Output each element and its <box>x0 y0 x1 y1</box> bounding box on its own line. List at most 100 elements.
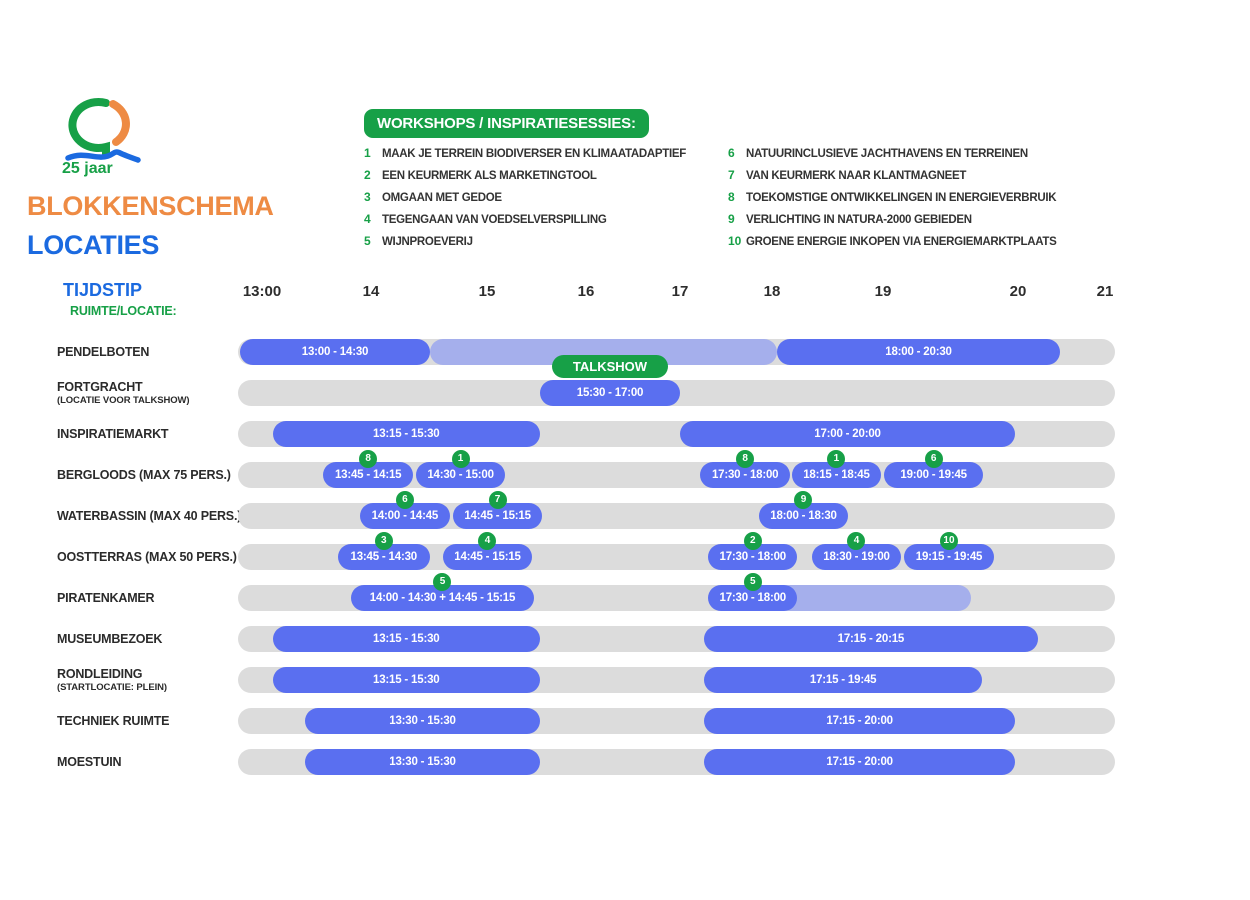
schedule-bar-time-label: 13:30 - 15:30 <box>389 715 456 727</box>
row-label: INSPIRATIEMARKT <box>57 427 169 441</box>
schedule-bar-time-label: 18:15 - 18:45 <box>803 469 870 481</box>
session-number-badge: 4 <box>478 532 497 550</box>
row-label-box: OOSTTERRAS (MAX 50 PERS.) <box>57 544 237 570</box>
schedule-bar-time-label: 19:00 - 19:45 <box>900 469 967 481</box>
legend-label: NATUURINCLUSIEVE JACHTHAVENS EN TERREINE… <box>746 148 1028 160</box>
legend-number: 4 <box>364 212 371 226</box>
legend-label: VAN KEURMERK NAAR KLANTMAGNEET <box>746 170 967 182</box>
talkshow-badge: TALKSHOW <box>552 355 668 378</box>
schedule-bar-time-label: 13:15 - 15:30 <box>373 674 440 686</box>
row-label: FORTGRACHT <box>57 380 143 394</box>
legend-label: GROENE ENERGIE INKOPEN VIA ENERGIEMARKTP… <box>746 236 1057 248</box>
time-tick-label: 16 <box>577 283 595 300</box>
legend-item: 3 OMGAAN MET GEDOE <box>364 190 686 212</box>
row-label-box: PIRATENKAMER <box>57 585 235 611</box>
anniversary-tree-logo-icon <box>65 98 141 163</box>
row-label-box: WATERBASSIN (MAX 40 PERS.) <box>57 503 242 529</box>
row-label: BERGLOODS (MAX 75 PERS.) <box>57 468 231 482</box>
legend-item: 10 GROENE ENERGIE INKOPEN VIA ENERGIEMARK… <box>728 234 1057 256</box>
schedule-bar-time-label: 13:15 - 15:30 <box>373 428 440 440</box>
schedule-bar: 17:15 - 20:00 <box>704 708 1015 734</box>
row-label: WATERBASSIN (MAX 40 PERS.) <box>57 509 242 523</box>
header-ruimte-locatie: RUIMTE/LOCATIE: <box>70 304 177 318</box>
logo-caption: 25 jaar <box>62 160 113 177</box>
schedule-bar-time-label: 17:15 - 20:00 <box>826 756 893 768</box>
row-label-box: INSPIRATIEMARKT <box>57 421 235 447</box>
legend-number: 7 <box>728 168 735 182</box>
legend-number: 9 <box>728 212 735 226</box>
schedule-bar-time-label: 17:30 - 18:00 <box>711 469 779 481</box>
row-label-box: MOESTUIN <box>57 749 235 775</box>
schedule-bar: 18:00 - 20:30 <box>777 339 1060 365</box>
schedule-bar-time-label: 14:45 - 15:15 <box>454 551 521 563</box>
legend-label: TEGENGAAN VAN VOEDSELVERSPILLING <box>382 214 607 226</box>
session-number-badge: 5 <box>743 573 762 591</box>
time-tick-label: 14 <box>362 283 380 300</box>
schedule-bar-time-label: 14:00 - 14:30 + 14:45 - 15:15 <box>369 592 516 604</box>
time-tick-label: 15 <box>478 283 496 300</box>
legend-item: 4 TEGENGAAN VAN VOEDSELVERSPILLING <box>364 212 686 234</box>
schedule-bar-time-label: 17:15 - 20:15 <box>837 633 905 645</box>
workshops-heading: WORKSHOPS / INSPIRATIESESSIES: <box>364 109 649 138</box>
schedule-bar-time-label: 18:30 - 19:00 <box>823 551 890 563</box>
schedule-bar: 13:15 - 15:30 <box>272 421 540 447</box>
schedule-bar-time-label: 18:00 - 18:30 <box>770 510 837 522</box>
schedule-bar-ghost <box>777 585 972 611</box>
legend-label: TOEKOMSTIGE ONTWIKKELINGEN IN ENERGIEVER… <box>746 192 1057 204</box>
legend-number: 3 <box>364 190 371 204</box>
row-label: PENDELBOTEN <box>57 345 150 359</box>
row-label: PIRATENKAMER <box>57 591 155 605</box>
schedule-bar-time-label: 13:45 - 14:15 <box>334 469 402 481</box>
time-tick-label: 13:00 <box>242 283 282 300</box>
row-sublabel: (LOCATIE VOOR TALKSHOW) <box>57 395 190 406</box>
schedule-bar-time-label: 17:15 - 19:45 <box>809 674 877 686</box>
row-label-box: MUSEUMBEZOEK <box>57 626 235 652</box>
legend-number: 6 <box>728 146 735 160</box>
session-number-badge: 5 <box>433 573 452 591</box>
session-number-badge: 1 <box>451 450 470 468</box>
schedule-bar: 17:15 - 20:15 <box>704 626 1038 652</box>
row-track: 13:15 - 15:30 17:15 - 20:15 <box>238 626 1115 652</box>
schedule-bar-time-label: 17:30 - 18:00 <box>719 592 787 604</box>
schedule-bar-time-label: 14:00 - 14:45 <box>371 510 439 522</box>
row-label: RONDLEIDING <box>57 667 143 681</box>
schedule-bar-time-label: 13:45 - 14:30 <box>350 551 418 563</box>
row-label: MOESTUIN <box>57 755 122 769</box>
legend-label: WIJNPROEVERIJ <box>382 236 473 248</box>
row-label: TECHNIEK RUIMTE <box>57 714 170 728</box>
legend-label: EEN KEURMERK ALS MARKETINGTOOL <box>382 170 597 182</box>
schedule-bar: 13:15 - 15:30 <box>272 626 540 652</box>
session-number-badge: 1 <box>827 450 846 468</box>
row-label-box: BERGLOODS (MAX 75 PERS.) <box>57 462 235 488</box>
schedule-bar: 13:30 - 15:30 <box>305 708 540 734</box>
session-number-badge: 6 <box>924 450 943 468</box>
session-number-badge: 2 <box>743 532 762 550</box>
schedule-bar-time-label: 19:15 - 19:45 <box>915 551 983 563</box>
legend-label: MAAK JE TERREIN BIODIVERSER EN KLIMAATAD… <box>382 148 686 160</box>
page-title-blokkenschema: BLOKKENSCHEMA <box>27 191 274 221</box>
session-number-badge: 4 <box>847 532 866 550</box>
schedule-bar: 17:15 - 20:00 <box>704 749 1015 775</box>
legend-number: 2 <box>364 168 371 182</box>
schedule-bar: 17:15 - 19:45 <box>704 667 982 693</box>
schedule-bar-time-label: 18:00 - 20:30 <box>885 346 952 358</box>
legend-number: 10 <box>728 234 742 248</box>
time-tick-label: 20 <box>1009 283 1027 300</box>
session-number-badge: 10 <box>939 532 958 550</box>
legend-label: OMGAAN MET GEDOE <box>382 192 502 204</box>
legend-item: 2 EEN KEURMERK ALS MARKETINGTOOL <box>364 168 686 190</box>
